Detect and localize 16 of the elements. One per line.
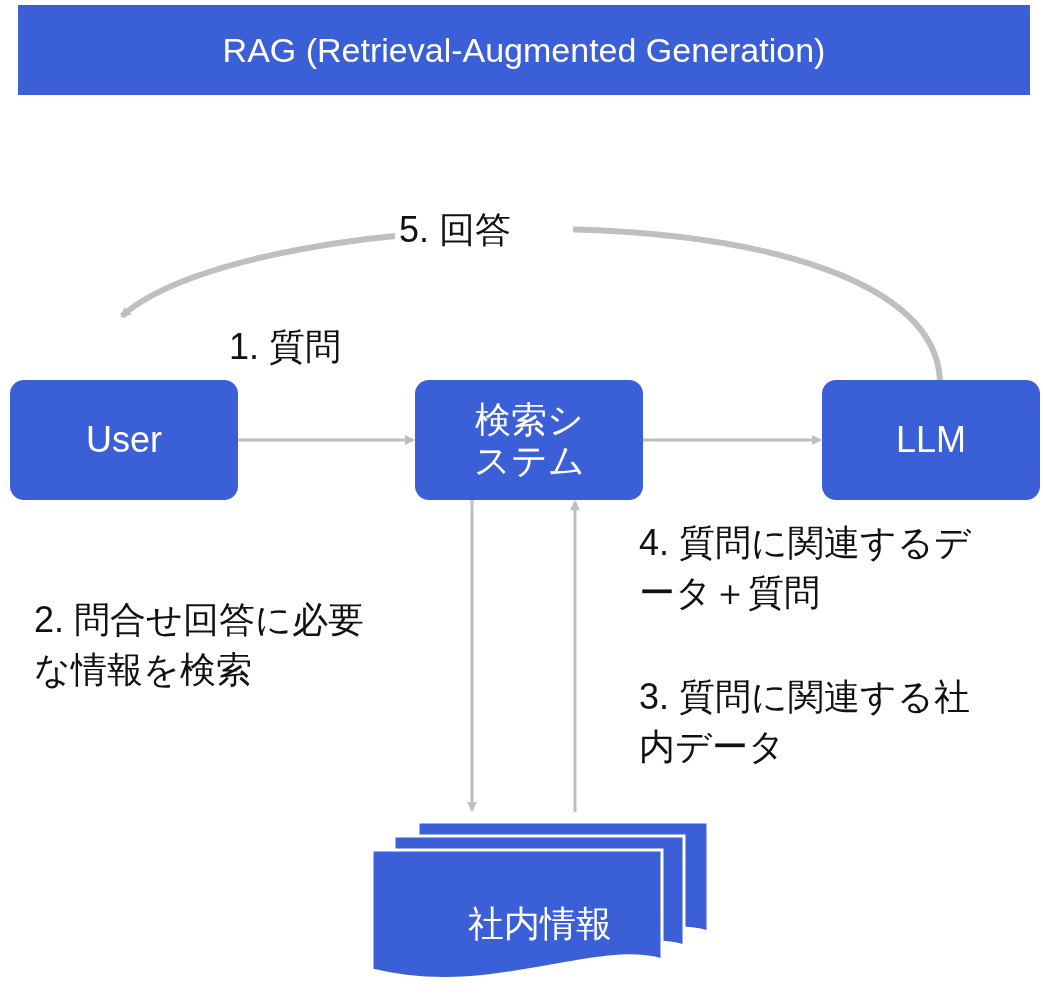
process-box — [822, 380, 1040, 500]
arrow — [238, 435, 415, 445]
node-label: 検索システム — [472, 398, 586, 482]
edge-label: 2. 問合せ回答に必要な情報を検索 — [33, 598, 366, 693]
edge-label: 4. 質問に関連するデータ＋質問 — [638, 521, 973, 616]
process-box — [10, 380, 238, 500]
process-box — [415, 380, 643, 500]
arrow — [467, 500, 477, 812]
node-label: User — [86, 419, 162, 461]
node-label: LLM — [896, 419, 966, 461]
arrow — [570, 500, 580, 812]
edge-label: 3. 質問に関連する社内データ — [638, 675, 972, 770]
edge-label: 1. 質問 — [228, 325, 343, 369]
arrow — [643, 435, 822, 445]
title-banner: RAG (Retrieval-Augmented Generation) — [18, 5, 1030, 95]
node-label: 社内情報 — [467, 903, 613, 945]
